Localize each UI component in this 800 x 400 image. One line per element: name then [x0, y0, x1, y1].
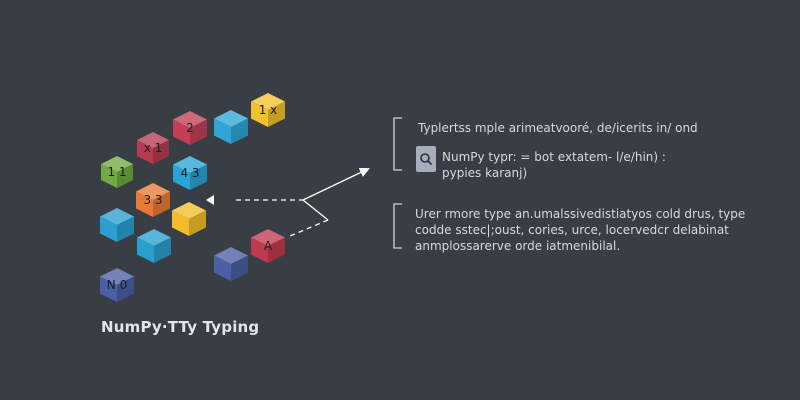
cube-red-a-label: A	[264, 239, 273, 253]
cube-red-a: A	[251, 229, 285, 263]
cube-yellow-1x: 1 x	[251, 93, 285, 127]
cube-yellow-mid	[172, 202, 206, 236]
info-panel-bottom: Urer rmore type an.umalssivedistiatyos c…	[415, 206, 745, 254]
cube-red-2: 2	[173, 111, 207, 145]
connector-dashed-lower	[289, 219, 329, 237]
info-bottom-line-2: codde sstec|;oust, cories, urce, locerve…	[415, 223, 729, 237]
cube-green-11-label: 1 1	[107, 165, 126, 179]
bracket-top	[393, 117, 402, 171]
cube-blue-lower	[137, 229, 171, 263]
search-row-text: NumPy typr: = bot extatem- l/e/hin) : py…	[442, 146, 666, 181]
cube-blue-top	[214, 110, 248, 144]
cube-red-2-label: 2	[186, 121, 194, 135]
bracket-bottom	[393, 203, 402, 249]
cube-orange-33: 3 3	[136, 183, 170, 217]
search-row: NumPy typr: = bot extatem- l/e/hin) : py…	[416, 146, 666, 181]
cube-navy-right	[214, 247, 248, 281]
pointer-arrow-icon	[206, 195, 214, 205]
info-top-line-2: NumPy typr: = bot extatem- l/e/hin) :	[442, 150, 666, 164]
connector-branch	[302, 199, 329, 221]
info-top-line-3: pypies karanj)	[442, 166, 528, 180]
info-bottom-line-1: Urer rmore type an.umalssivedistiatyos c…	[415, 207, 746, 221]
cube-red-x1: x 1	[137, 132, 169, 164]
cube-cluster: 1 x 2 x 1 1 1 4 3 3 3 N 0 A	[100, 93, 285, 302]
cube-green-11: 1 1	[101, 156, 133, 188]
info-top-line-1: Typlertss mple arimeatvooré, de/icerits …	[418, 121, 698, 135]
cube-yellow-1x-label: 1 x	[259, 103, 278, 117]
info-bottom-line-3: anmplossarerve orde iatmenibilal.	[415, 239, 621, 253]
cube-navy-no-label: N 0	[107, 278, 127, 292]
cube-blue-left	[100, 208, 134, 242]
caption-title: NumPy·TTy Typing	[101, 318, 260, 336]
info-panel-top: Typlertss mple arimeatvooré, de/icerits …	[418, 120, 698, 136]
search-icon[interactable]	[416, 146, 436, 172]
magnifier-glyph	[420, 153, 433, 166]
cube-blue-43: 4 3	[173, 156, 207, 190]
cube-orange-33-label: 3 3	[143, 193, 162, 207]
cube-blue-43-label: 4 3	[180, 166, 199, 180]
cube-navy-no: N 0	[100, 268, 134, 302]
cube-red-x1-label: x 1	[144, 141, 163, 155]
connector-arrow-up	[302, 167, 370, 201]
